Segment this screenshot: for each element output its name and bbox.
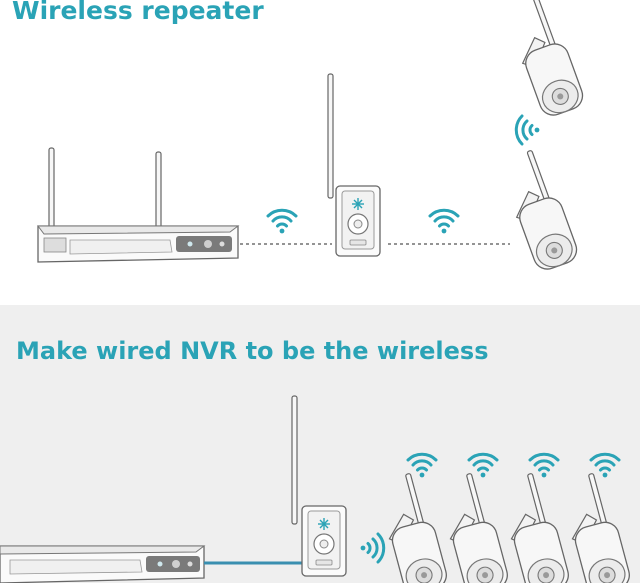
ip-camera: [434, 470, 512, 583]
wireless-repeater-device: [327, 73, 381, 257]
wifi-icon: [406, 452, 438, 479]
heading-wireless-repeater: Wireless repeater: [12, 0, 264, 25]
ip-camera: [495, 470, 573, 583]
heading-wired-nvr: Make wired NVR to be the wireless: [16, 337, 489, 365]
wifi-icon: [428, 208, 460, 235]
wifi-icon: [514, 114, 541, 146]
wireless-repeater-device: [291, 395, 347, 577]
wifi-icon: [467, 452, 499, 479]
ip-camera: [556, 470, 634, 583]
wifi-icon: [589, 452, 621, 479]
nvr-recorder: [37, 147, 240, 263]
wifi-icon: [359, 532, 386, 564]
nvr-recorder: [0, 545, 206, 583]
wifi-icon: [528, 452, 560, 479]
ip-camera: [502, 0, 588, 121]
ip-camera: [496, 146, 582, 275]
ip-camera: [373, 470, 451, 583]
wifi-icon: [266, 208, 298, 235]
